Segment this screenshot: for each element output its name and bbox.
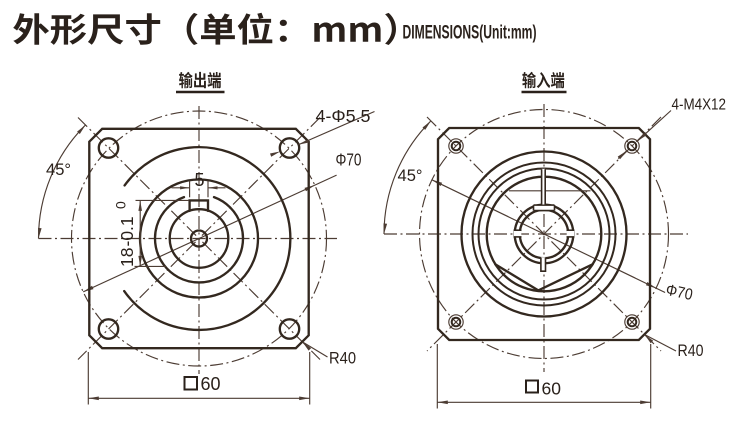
input-angle-dim-arc bbox=[383, 120, 432, 235]
output-key-depth-main: 18 bbox=[117, 248, 137, 267]
output-key-depth-lower: -0.1 bbox=[117, 216, 137, 246]
input-square-symbol bbox=[525, 379, 539, 394]
output-flange-outline bbox=[88, 127, 310, 350]
output-key-depth-dim bbox=[134, 199, 189, 267]
output-key-depth-arrows bbox=[138, 200, 142, 267]
output-view-label bbox=[179, 71, 221, 89]
output-key-width-arrows bbox=[180, 186, 218, 190]
output-angle-arrows bbox=[38, 125, 86, 239]
input-clamp-slot bbox=[540, 257, 547, 272]
input-centerlines bbox=[384, 104, 688, 372]
output-key-depth-upper: 0 bbox=[113, 201, 129, 209]
output-bolt-circle-label: Φ70 bbox=[336, 150, 362, 170]
output-centerlines bbox=[38, 106, 337, 374]
input-notch-left-mask bbox=[513, 230, 522, 237]
output-square-value: 60 bbox=[201, 374, 221, 394]
input-tapped-holes bbox=[448, 138, 640, 330]
input-angle-label: 45° bbox=[398, 166, 423, 185]
page-title-zh bbox=[13, 12, 396, 46]
input-notch-right-mask bbox=[566, 230, 575, 237]
output-angle-label: 45° bbox=[46, 160, 71, 179]
input-slit-mask bbox=[541, 168, 546, 205]
input-notches bbox=[513, 229, 575, 238]
input-angle-arrows bbox=[383, 120, 431, 234]
input-square-label: 60 bbox=[525, 379, 562, 399]
output-mount-holes bbox=[97, 137, 301, 340]
input-slit bbox=[540, 169, 547, 205]
output-angle-dim-arc bbox=[37, 124, 86, 239]
output-corner-radius-label: R40 bbox=[329, 349, 356, 368]
input-collar-flat bbox=[494, 263, 594, 292]
input-view-label bbox=[522, 71, 565, 89]
output-view: 4-Φ5.5 Φ70 45° 5 18 -0.1 0 R40 60 bbox=[37, 106, 375, 405]
output-square-arrows bbox=[88, 396, 310, 401]
input-slot-mask bbox=[540, 257, 546, 272]
input-hole-arrows bbox=[617, 132, 647, 160]
input-square-value: 60 bbox=[542, 379, 562, 399]
page-title-en: DIMENSIONS(Unit:mm) bbox=[403, 23, 537, 44]
input-view: 4-M4X12 Φ70 45° R40 60 bbox=[383, 97, 727, 409]
input-clamp-block-mask bbox=[533, 204, 555, 211]
output-square-dim bbox=[87, 352, 311, 405]
output-hole-callout: 4-Φ5.5 bbox=[316, 106, 371, 126]
input-flange-outline bbox=[436, 126, 652, 342]
input-corner-radius-label: R40 bbox=[678, 341, 704, 360]
output-key-depth-label: 18 -0.1 0 bbox=[113, 201, 138, 267]
output-bolt-circle-leader bbox=[82, 174, 337, 293]
input-clamp-block bbox=[532, 204, 556, 212]
output-keyway bbox=[188, 199, 210, 213]
input-square-dim bbox=[436, 344, 652, 409]
output-key-width-label: 5 bbox=[195, 170, 205, 190]
output-hole-arrows bbox=[270, 139, 309, 157]
output-hole-leader bbox=[298, 110, 375, 146]
input-ring-circles bbox=[471, 161, 617, 307]
output-square-label: 60 bbox=[183, 374, 221, 394]
input-bolt-circle-label: Φ70 bbox=[664, 282, 694, 304]
output-corner-leader bbox=[302, 341, 328, 358]
output-square-symbol bbox=[183, 376, 198, 391]
input-corner-arrow bbox=[644, 334, 654, 344]
input-hole-callout: 4-M4X12 bbox=[672, 97, 727, 114]
input-bolt-circle-leader bbox=[431, 179, 666, 294]
input-square-arrows bbox=[437, 400, 651, 405]
output-corner-arrow bbox=[302, 341, 312, 351]
input-corner-leader bbox=[644, 333, 677, 352]
